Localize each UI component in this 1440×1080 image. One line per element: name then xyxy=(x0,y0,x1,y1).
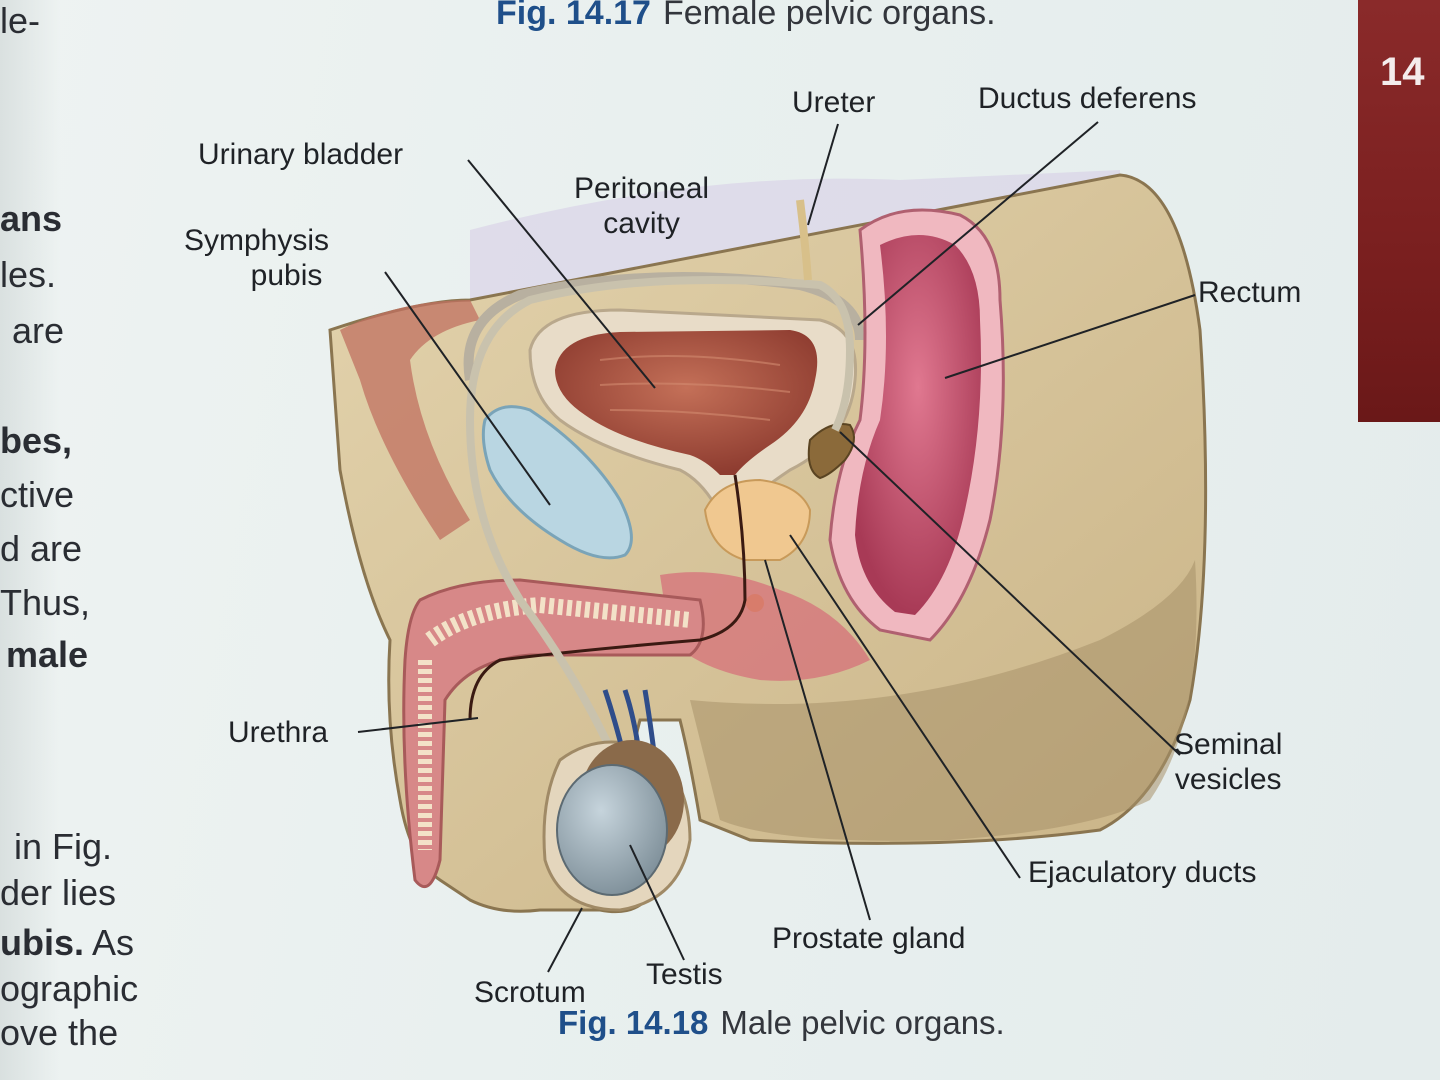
label-ureter: Ureter xyxy=(792,86,876,119)
chapter-tab xyxy=(1358,0,1440,422)
side-text-line: ographic xyxy=(0,968,139,1009)
leader-line-prostate-gland xyxy=(764,559,871,921)
label-urethra: Urethra xyxy=(228,716,329,749)
figure-number: Fig. 14.17 xyxy=(496,0,651,32)
side-text-line: ove the xyxy=(0,1012,119,1053)
side-text-fragment: As xyxy=(92,922,135,963)
buttock-shade xyxy=(690,560,1197,841)
side-text-line: in Fig. xyxy=(14,826,113,867)
label-seminal-vesicles-line1: Seminal xyxy=(1174,728,1283,761)
leader-line-testis xyxy=(629,844,685,961)
label-peritoneal-cavity-line1: Peritoneal xyxy=(574,172,710,205)
side-text-line: Thus, xyxy=(0,582,91,623)
leader-line-rectum xyxy=(944,294,1196,379)
side-text-line: d are xyxy=(0,528,83,569)
leader-line-ureter xyxy=(807,123,839,226)
penis-spongy-tissue xyxy=(425,596,691,647)
testis xyxy=(556,764,668,896)
figure-caption-text: Female pelvic organs. xyxy=(662,0,996,32)
page-fold-shadow xyxy=(0,0,60,1080)
side-text-line: are xyxy=(12,310,65,351)
label-peritoneal-cavity-line2: cavity xyxy=(603,206,680,240)
label-seminal-vesicles: Seminal vesicles xyxy=(1174,728,1282,797)
prostate-gland xyxy=(703,478,812,561)
label-peritoneal-cavity: Peritoneal cavity xyxy=(574,172,709,241)
leader-line-seminal-vesicles xyxy=(839,431,1181,756)
urinary-bladder xyxy=(555,330,818,475)
chapter-number: 14 xyxy=(1380,50,1425,94)
side-text-bold-fragment: ubis. xyxy=(0,922,85,963)
bladder-folds xyxy=(599,355,791,421)
penis xyxy=(402,578,705,889)
label-testis: Testis xyxy=(646,958,723,991)
side-text-line: ubis. As xyxy=(0,922,134,964)
urogenital-tissue xyxy=(660,572,870,681)
side-text-line: der lies xyxy=(0,872,117,913)
label-prostate-gland: Prostate gland xyxy=(772,922,966,955)
figure-caption-top: Fig. 14.17 Female pelvic organs. xyxy=(496,0,996,33)
label-symphysis-pubis: Symphysis pubis xyxy=(184,224,329,293)
ductus-deferens xyxy=(465,276,855,772)
leader-line-scrotum xyxy=(547,907,583,973)
label-symphysis-pubis-line2: pubis xyxy=(250,258,323,292)
rectum xyxy=(855,235,981,615)
label-rectum: Rectum xyxy=(1198,276,1302,309)
label-ejaculatory-ducts: Ejaculatory ducts xyxy=(1028,856,1257,889)
label-ductus-deferens: Ductus deferens xyxy=(978,82,1197,115)
leader-line-ejaculatory-ducts xyxy=(789,534,1021,879)
ureter xyxy=(796,199,812,281)
side-text-line: bes, xyxy=(0,420,73,461)
figure-number: Fig. 14.18 xyxy=(558,1004,709,1041)
leader-line-ductus-deferens xyxy=(857,121,1099,326)
label-scrotum: Scrotum xyxy=(474,976,586,1009)
leader-line-symphysis-pubis xyxy=(384,271,551,506)
abdominal-wall xyxy=(340,300,480,540)
side-text-line: male xyxy=(6,634,89,675)
label-urinary-bladder: Urinary bladder xyxy=(198,138,404,171)
side-text-line: le- xyxy=(0,0,41,41)
side-text-line: ans xyxy=(0,198,63,239)
side-text-line: les. xyxy=(0,254,57,295)
label-symphysis-pubis-line1: Symphysis xyxy=(184,224,330,257)
label-seminal-vesicles-line2: vesicles xyxy=(1174,762,1282,796)
leader-line-urethra xyxy=(357,717,479,733)
figure-caption-bottom: Fig. 14.18 Male pelvic organs. xyxy=(558,1004,1005,1042)
figure-caption-text: Male pelvic organs. xyxy=(720,1004,1005,1041)
symphysis-pubis xyxy=(481,405,633,560)
urethra xyxy=(468,474,747,721)
leader-line-urinary-bladder xyxy=(467,159,656,389)
side-text-line: ctive xyxy=(0,474,75,515)
